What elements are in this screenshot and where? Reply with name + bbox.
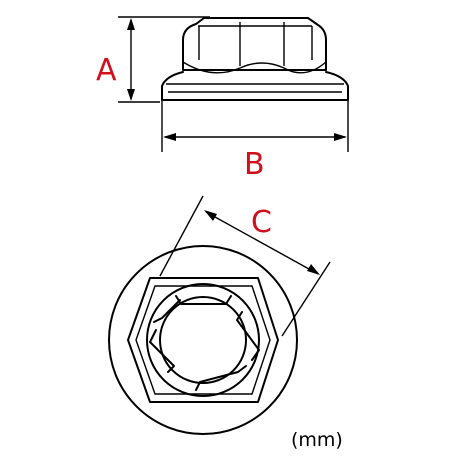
hex-outline	[127, 277, 279, 403]
dimension-b: B	[161, 100, 349, 182]
hex-body	[182, 17, 327, 71]
dimension-a-label: A	[96, 53, 117, 88]
dimension-c-arrow-lower	[307, 264, 320, 275]
hex-facet-edges	[182, 22, 327, 74]
unit-label: (mm)	[291, 429, 343, 451]
dimension-c: C	[159, 195, 331, 337]
dimension-c-ext-left	[159, 195, 204, 277]
dimension-b-label: B	[244, 147, 265, 182]
dimension-c-line	[205, 211, 319, 275]
dimension-b-arrow-right	[334, 133, 347, 141]
dimension-c-label: C	[251, 205, 272, 240]
top-view	[108, 245, 298, 435]
dimension-c-arrow-upper	[204, 210, 217, 221]
dimension-a-arrow-top	[127, 18, 135, 30]
dimension-a: A	[96, 16, 210, 103]
side-view	[161, 17, 349, 101]
dimension-b-arrow-left	[163, 133, 176, 141]
flange	[161, 71, 349, 101]
insert-outer-circle	[146, 283, 260, 397]
insert-inner-circle	[159, 296, 247, 384]
hex-inner-facet	[135, 285, 271, 395]
insert-segments	[149, 295, 260, 391]
dimension-a-arrow-bottom	[127, 89, 135, 101]
flange-outer-circle	[108, 245, 298, 435]
dimension-c-ext-right	[281, 261, 331, 337]
